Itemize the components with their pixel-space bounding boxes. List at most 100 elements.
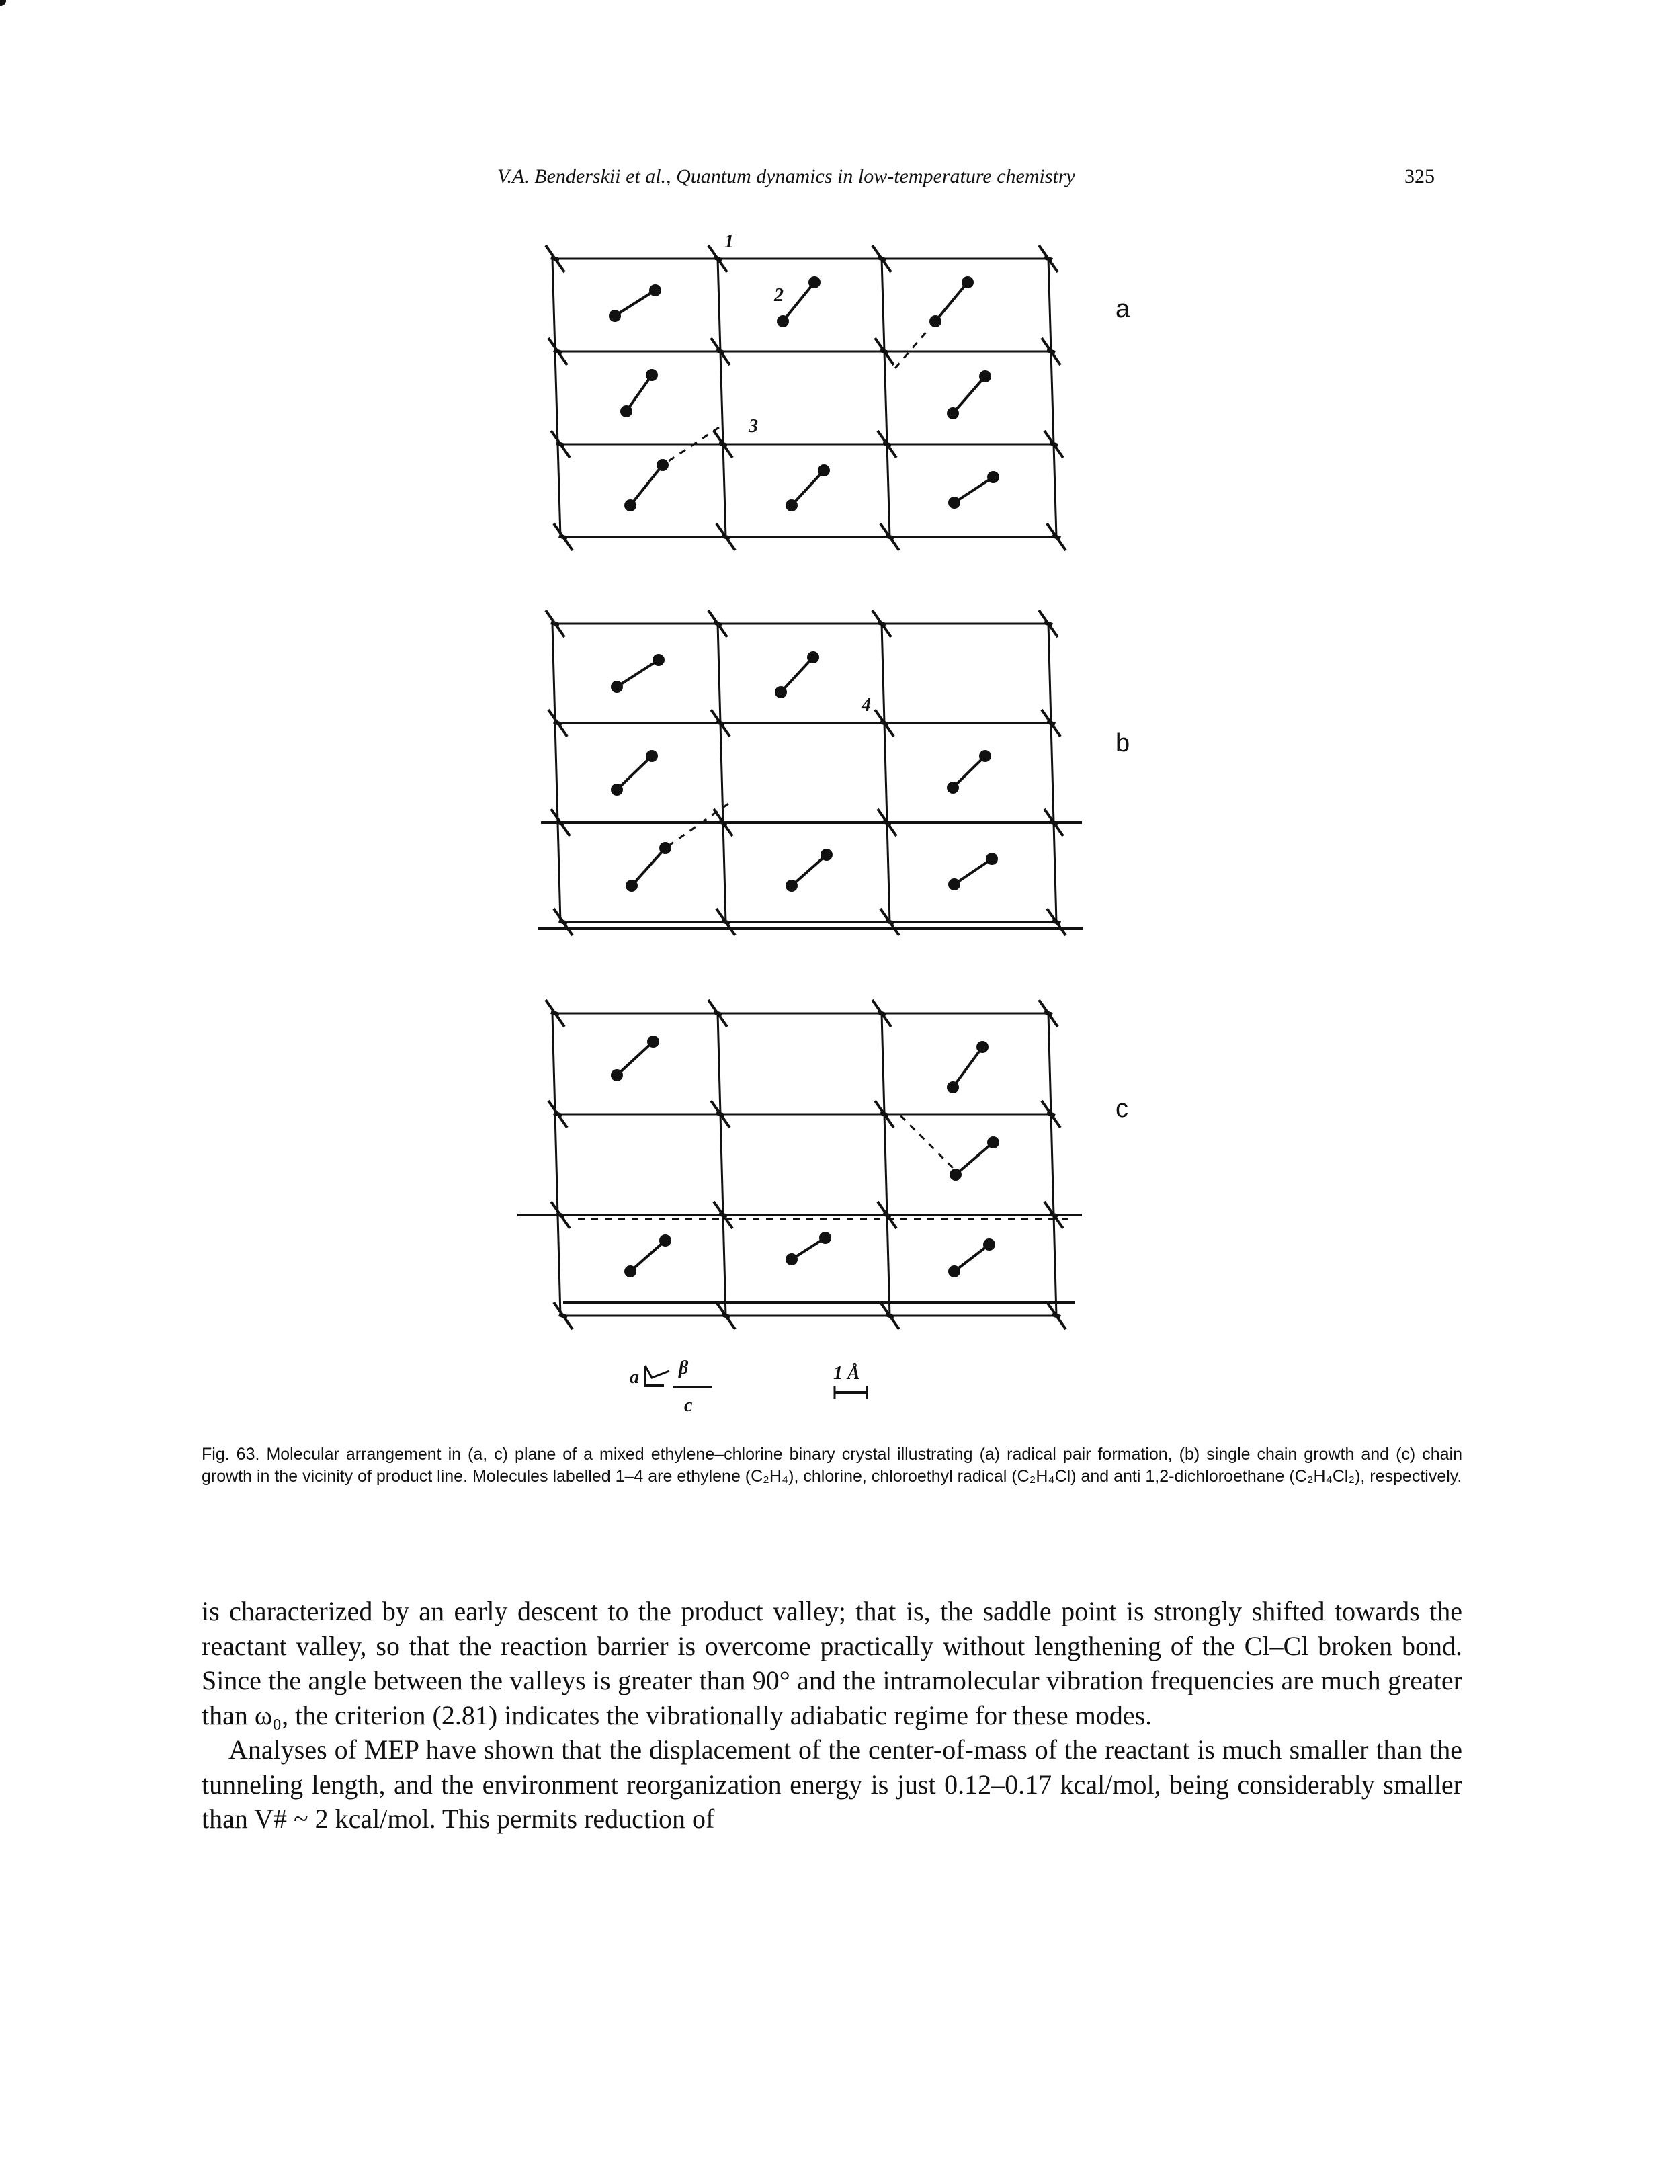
chlorine-molecule [611,1036,659,1081]
chlorine-molecule [624,459,669,511]
lattice-node [547,337,569,366]
lattice-node [874,1099,895,1129]
header-journal: Quantum dynamics in low-temperature chem… [676,165,1075,187]
lattice-column [551,258,562,538]
lattice-column [880,258,891,538]
figure-caption: Fig. 63. Molecular arrangement in (a, c)… [202,1445,1462,1486]
lattice-node [544,609,566,638]
axis-label-c: c [684,1395,693,1416]
lattice-node [879,1301,900,1331]
lattice-node [547,708,569,738]
lattice-node [1043,429,1064,459]
lattice-node [876,429,898,459]
dashed-guide [665,802,729,849]
lattice-column [716,1013,727,1316]
lattice-column [1047,258,1058,538]
figure-63: a b c 1 2 3 4 a β c 1 Å [0,0,1130,1416]
lattice-node [552,522,574,552]
chlorine-molecule [775,651,819,698]
body-text: is characterized by an early descent to … [202,1594,1462,1837]
lattice-node [715,1301,737,1331]
chlorine-molecule [948,853,998,890]
lattice-node [871,999,892,1028]
lattice-node [1040,337,1062,366]
paragraph-1: is characterized by an early descent to … [202,1596,1462,1730]
chlorine-molecule [947,1041,989,1093]
scale-bar: 1 Å [833,1363,868,1399]
molecule-label-2: 2 [773,285,784,306]
lattice-column [551,1013,562,1316]
lattice-column [880,623,891,923]
axis-label-beta: β [678,1357,689,1378]
lattice-node [544,999,566,1028]
lattice-node [1038,609,1059,638]
lattice-node [715,907,737,937]
lattice-column [716,623,727,923]
lattice-node [552,1301,574,1331]
chlorine-molecule [620,369,658,417]
lattice-column [716,258,727,538]
lattice-node [874,708,895,738]
lattice-node [1040,708,1062,738]
chlorine-molecule [611,750,658,796]
lattice-node [707,999,728,1028]
lattice-column [1047,623,1058,923]
radical-chain [0,0,6,6]
running-header: V.A. Benderskii et al., Quantum dynamics… [497,165,1075,188]
panel-label-a: a [1116,295,1130,323]
chlorine-molecule [948,1238,995,1277]
chlorine-molecule [950,1136,999,1181]
dashed-guide [899,1114,956,1171]
chlorine-molecule [609,284,661,322]
lattice-column [1047,1013,1058,1316]
lattice-node [550,429,571,459]
lattice-node [710,1099,731,1129]
lattice-node [1040,1099,1062,1129]
axes-legend: a β c [630,1357,712,1416]
chlorine-molecule [626,842,671,892]
lattice-node [552,907,574,937]
molecule-label-3: 3 [748,416,758,437]
lattice-node [715,522,737,552]
lattice-node [879,522,900,552]
chlorine-molecule [948,471,999,509]
lattice-node [547,1099,569,1129]
lattice-column [551,623,562,923]
panel-label-c: c [1116,1095,1128,1123]
lattice-node [1046,1301,1067,1331]
panel-label-b: b [1116,729,1130,757]
chlorine-molecule [929,276,974,327]
molecule-label-4: 4 [861,695,871,716]
chlorine-molecule [786,849,833,892]
lattice-node [1046,522,1067,552]
panel-b [0,0,1083,937]
lattice-node [871,609,892,638]
lattice-node [544,244,566,274]
lattice-node [707,244,728,274]
chlorine-molecule [611,654,665,693]
dashed-guide [662,426,720,466]
panel-c [0,0,1082,1331]
lattice-node [710,708,731,738]
dashed-guide [894,330,929,369]
chlorine-molecule [786,1232,831,1265]
panel-a [0,0,1067,552]
axis-label-a: a [630,1367,639,1388]
molecule-label-1: 1 [724,231,734,252]
lattice-node [871,244,892,274]
lattice-node [710,337,731,366]
lattice-node [1038,244,1059,274]
lattice-node [707,609,728,638]
page-number: 325 [1404,165,1435,187]
lattice-node [1038,999,1059,1028]
paragraph-2: Analyses of MEP have shown that the disp… [202,1734,1462,1834]
chlorine-molecule [777,276,821,327]
chlorine-molecule [947,750,991,794]
lattice-node [879,907,900,937]
scale-bar-label: 1 Å [833,1363,860,1384]
chlorine-molecule [624,1234,671,1277]
lattice-node [874,337,895,366]
header-authors: V.A. Benderskii et al., [497,165,671,187]
lattice-node [1046,907,1067,937]
